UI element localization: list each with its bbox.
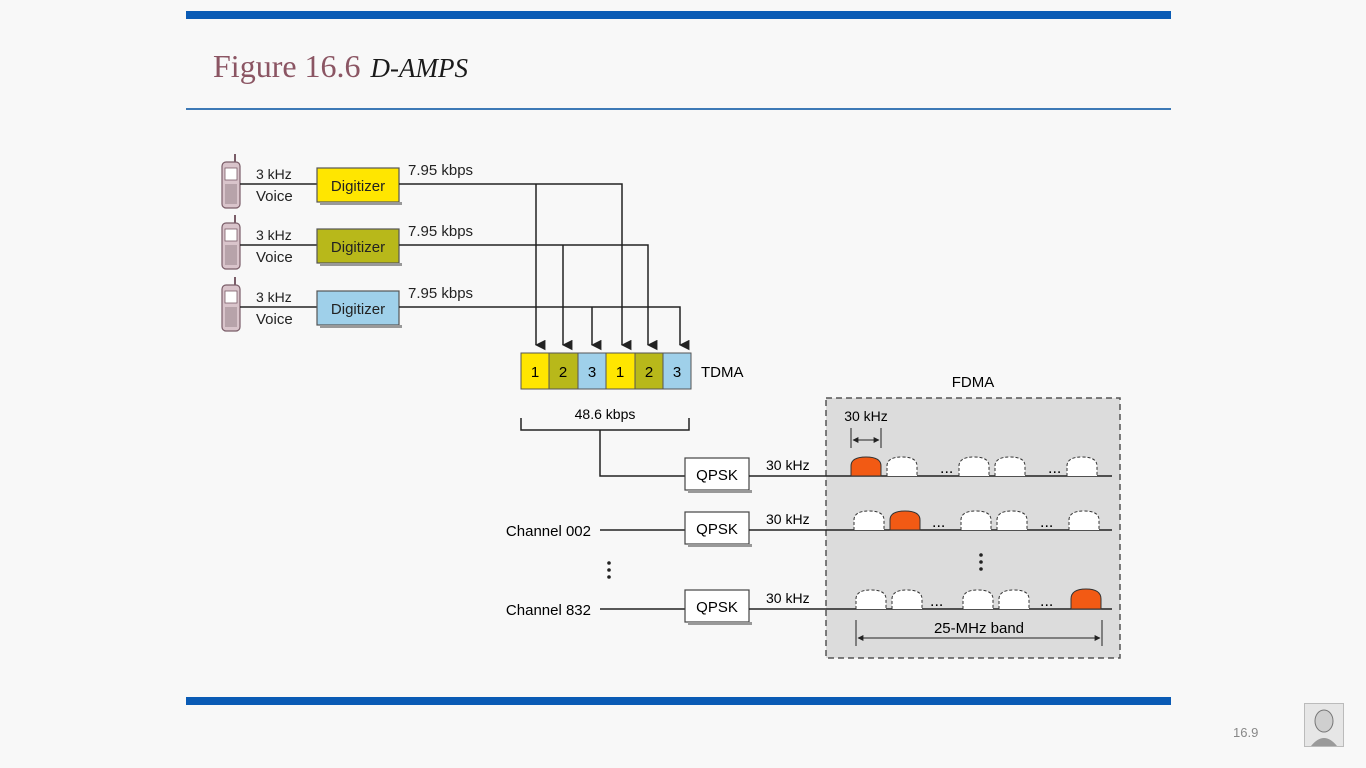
carrier-ellipsis: ...	[1040, 593, 1053, 610]
channel-name: Channel 002	[506, 523, 591, 540]
qpsk-block	[684, 589, 750, 623]
carrier-ellipsis: ...	[940, 460, 953, 477]
voice-freq-label: 3 kHz	[256, 289, 292, 305]
qpsk-label: QPSK	[696, 467, 738, 484]
idle-carrier	[886, 456, 918, 476]
qpsk-label: QPSK	[696, 599, 738, 616]
voice-row-1: 3 kHz Voice Digitizer 7.95 kbps	[221, 153, 473, 209]
phone-icon	[221, 153, 241, 209]
channel-name: Channel 832	[506, 602, 591, 619]
bit-rate-label: 7.95 kbps	[408, 285, 473, 302]
idle-carrier	[996, 510, 1028, 530]
voice-label: Voice	[256, 249, 293, 266]
voice-freq-label: 3 kHz	[256, 227, 292, 243]
tdma-bracket	[520, 418, 690, 431]
channel-row-1: QPSK 30 kHz ... ...	[684, 456, 1112, 493]
digitizer-block	[316, 167, 400, 203]
idle-carrier	[891, 589, 923, 609]
vertical-ellipsis-right	[979, 553, 983, 571]
idle-carrier	[958, 456, 990, 476]
vertical-ellipsis-left	[607, 561, 611, 579]
slide-title: Figure 16.6 D-AMPS	[213, 48, 468, 85]
title-underline	[186, 108, 1171, 110]
idle-carrier	[998, 589, 1030, 609]
bandwidth-label: 30 kHz	[766, 511, 810, 527]
carrier-ellipsis: ...	[930, 593, 943, 610]
bandwidth-label: 30 kHz	[766, 590, 810, 606]
tdma-rate-label: 48.6 kbps	[575, 406, 636, 422]
tdma-slot: 3	[673, 364, 681, 381]
voice-label: Voice	[256, 188, 293, 205]
channel-row-2: Channel 002 QPSK 30 kHz ... ...	[506, 510, 1112, 547]
channel-row-3: Channel 832 QPSK 30 kHz ... ...	[506, 588, 1112, 625]
voice-label: Voice	[256, 311, 293, 328]
idle-carrier	[1068, 510, 1100, 530]
qpsk-block	[684, 457, 750, 491]
digitizer-label: Digitizer	[331, 178, 385, 195]
idle-carrier	[855, 589, 887, 609]
digitizer-block	[316, 290, 400, 326]
idle-carrier	[853, 510, 885, 530]
phone-icon	[221, 276, 241, 332]
carrier-ellipsis: ...	[1048, 460, 1061, 477]
presenter-avatar	[1304, 703, 1344, 747]
qpsk-block	[684, 511, 750, 545]
tdma-slot: 2	[559, 364, 567, 381]
voice-row-2: 3 kHz Voice Digitizer 7.95 kbps	[221, 214, 473, 270]
tdma-slot: 1	[531, 364, 539, 381]
tdma-to-qpsk-line	[599, 430, 685, 477]
tdma-slot: 3	[588, 364, 596, 381]
digitizer-block	[316, 228, 400, 264]
tdma-frame: 1 2 3 1 2 3 TDMA 48.6 kbps	[520, 352, 744, 477]
idle-carrier	[960, 510, 992, 530]
fdma-label: FDMA	[952, 374, 995, 391]
idle-carrier	[994, 456, 1026, 476]
voice-freq-label: 3 kHz	[256, 166, 292, 182]
bottom-accent-bar	[186, 697, 1171, 705]
fdma-spacing-label: 30 kHz	[844, 408, 888, 424]
voice-row-3: 3 kHz Voice Digitizer 7.95 kbps	[221, 276, 473, 332]
bandwidth-label: 30 kHz	[766, 457, 810, 473]
tdma-label: TDMA	[701, 364, 744, 381]
tdma-routing-lines	[399, 183, 690, 351]
tdma-slot: 1	[616, 364, 624, 381]
figure-number: Figure 16.6	[213, 48, 361, 84]
figure-subtitle: D-AMPS	[370, 53, 469, 83]
carrier-ellipsis: ...	[932, 514, 945, 531]
phone-icon	[221, 214, 241, 270]
idle-carrier	[962, 589, 994, 609]
top-accent-bar	[186, 11, 1171, 19]
bit-rate-label: 7.95 kbps	[408, 162, 473, 179]
carrier-ellipsis: ...	[1040, 514, 1053, 531]
active-carrier	[850, 456, 882, 477]
active-carrier	[1070, 588, 1102, 610]
bit-rate-label: 7.95 kbps	[408, 223, 473, 240]
digitizer-label: Digitizer	[331, 301, 385, 318]
digitizer-label: Digitizer	[331, 239, 385, 256]
active-carrier	[889, 510, 921, 531]
band-label: 25-MHz band	[934, 620, 1024, 637]
page-number: 16.9	[1233, 725, 1259, 740]
qpsk-label: QPSK	[696, 521, 738, 538]
tdma-slot: 2	[645, 364, 653, 381]
idle-carrier	[1066, 456, 1098, 476]
